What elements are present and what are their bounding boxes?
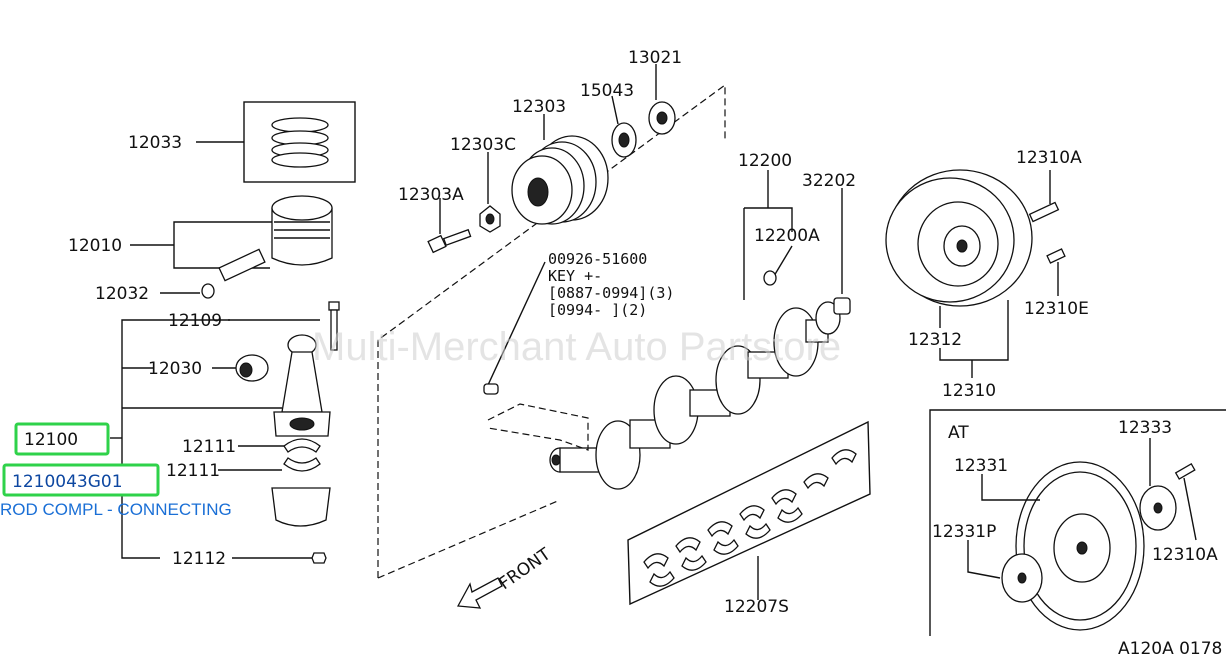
pulley-washer	[479, 205, 501, 233]
at-box-outline	[929, 409, 1226, 636]
label-12331: 12331	[954, 456, 1008, 476]
drive-plate-bolt	[1174, 463, 1196, 480]
flywheel-mt	[885, 169, 1033, 307]
label-12303A: 12303A	[398, 185, 464, 205]
rod-bearing-lower	[283, 457, 321, 472]
label-32202: 32202	[802, 171, 856, 191]
callout-12100-label: 12100	[24, 430, 78, 450]
crank-sprocket	[648, 101, 676, 135]
label-12310A-at: 12310A	[1152, 545, 1218, 565]
key-note-line-4: [0994- ](2)	[548, 301, 647, 319]
label-12310A: 12310A	[1016, 148, 1082, 168]
main-bearing-set	[643, 449, 857, 587]
label-12109: 12109	[168, 311, 222, 331]
pulley-bolt	[427, 228, 472, 254]
front-direction-arrow: FRONT	[456, 544, 555, 609]
rod-nut	[311, 552, 327, 564]
dashed-block-outline	[487, 403, 589, 451]
label-at: AT	[948, 423, 969, 443]
diagram-code: A120A 0178	[1118, 639, 1222, 659]
label-12032: 12032	[95, 284, 149, 304]
piston-pin-clip	[201, 283, 215, 299]
label-12030: 12030	[148, 359, 202, 379]
selected-part-description-link[interactable]: ROD COMPL - CONNECTING	[0, 500, 232, 519]
drive-plate-spacer	[1001, 553, 1043, 603]
callout-12100[interactable]: 12100	[14, 422, 110, 456]
small-end-bushing	[235, 354, 269, 382]
piston-ring-set	[271, 117, 329, 168]
selected-part-number: 1210043G01	[12, 472, 123, 492]
crank-pulley	[511, 135, 609, 225]
label-13021: 13021	[628, 48, 682, 68]
label-12111-lower: 12111	[166, 461, 220, 481]
flywheel-dowel	[1046, 248, 1066, 264]
label-12310E: 12310E	[1024, 299, 1089, 319]
label-12033: 12033	[128, 133, 182, 153]
label-12333: 12333	[1118, 418, 1172, 438]
main-bearing-set-box	[627, 420, 871, 606]
selected-part-number-button[interactable]: 1210043G01	[2, 463, 160, 497]
key-note-line-3: [0887-0994](3)	[548, 284, 674, 302]
label-12010: 12010	[68, 236, 122, 256]
label-12111-upper: 12111	[182, 437, 236, 457]
connecting-rod-cap	[271, 487, 331, 527]
label-15043: 15043	[580, 81, 634, 101]
label-12200A: 12200A	[754, 226, 820, 246]
label-12331P: 12331P	[932, 522, 996, 542]
reinforcement-plate	[1139, 485, 1177, 531]
label-12200: 12200	[738, 151, 792, 171]
key-note-line-1: 00926-51600	[548, 250, 647, 268]
label-12312: 12312	[908, 330, 962, 350]
label-front: FRONT	[495, 544, 555, 594]
label-12112: 12112	[172, 549, 226, 569]
label-12310: 12310	[942, 381, 996, 401]
piston	[271, 195, 333, 266]
rod-bearing-upper	[283, 438, 321, 453]
label-12303: 12303	[512, 97, 566, 117]
pilot-bushing	[833, 297, 851, 315]
flywheel-bolt	[1028, 201, 1060, 223]
drive-plate-at	[1015, 461, 1145, 631]
label-12207S: 12207S	[724, 597, 789, 617]
woodruff-key	[483, 383, 499, 395]
oil-pump-drive-spacer	[611, 122, 637, 158]
connecting-rod	[273, 334, 331, 437]
piston-pin	[218, 248, 266, 282]
watermark: Multi-Merchant Auto Partstore	[312, 325, 841, 369]
crankshaft	[549, 301, 841, 490]
rod-bolt	[328, 301, 340, 351]
dashed-assembly-outline-bottom	[377, 499, 561, 579]
key-note-line-2: KEY +-	[548, 267, 602, 285]
crank-dowel	[763, 270, 777, 286]
label-12303C: 12303C	[450, 135, 516, 155]
